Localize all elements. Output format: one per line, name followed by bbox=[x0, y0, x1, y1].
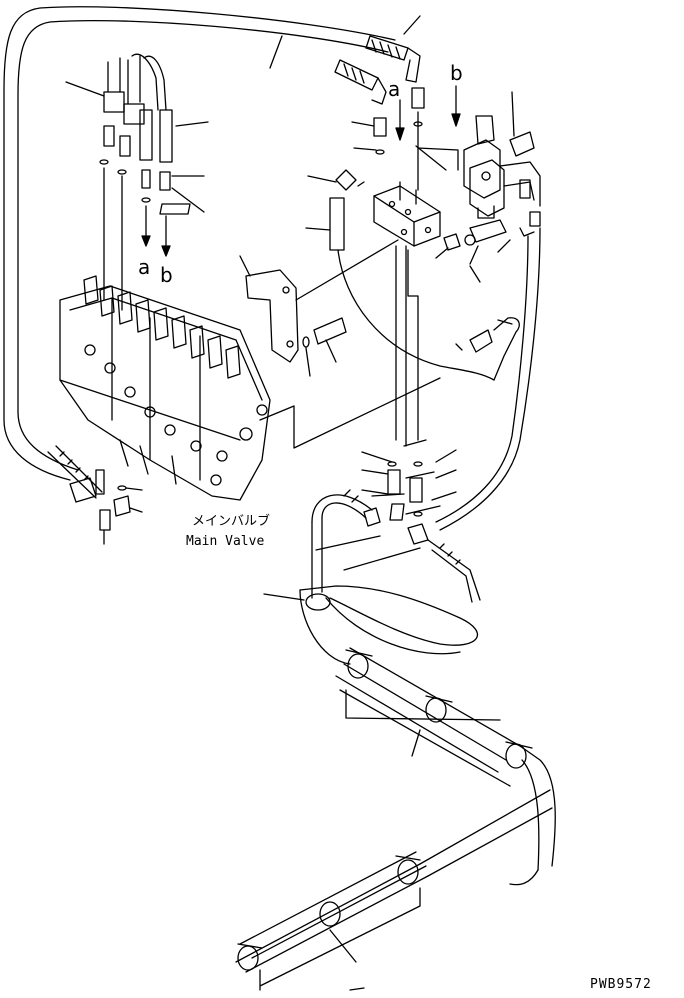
marker-b-top: b bbox=[450, 61, 463, 85]
marker-arrows bbox=[395, 85, 461, 141]
top-hose-fittings bbox=[269, 15, 421, 105]
marker-a-left: a bbox=[138, 255, 150, 279]
main-valve-label-jp: メインバルブ bbox=[192, 513, 270, 529]
lower-left-fittings bbox=[47, 445, 143, 545]
marker-b-left: b bbox=[160, 263, 173, 287]
main-valve-body bbox=[59, 275, 271, 501]
solenoid-valve-block bbox=[373, 91, 541, 247]
marker-a-top: a bbox=[388, 77, 400, 101]
outer-hose-loop bbox=[3, 6, 396, 481]
upper-left-hoses bbox=[65, 53, 209, 311]
right-elbow-hose bbox=[435, 227, 541, 531]
right-block-fittings bbox=[305, 87, 511, 381]
pipe-verticals bbox=[259, 245, 441, 449]
leader-lines bbox=[361, 265, 481, 501]
mounting-bracket bbox=[239, 239, 399, 377]
clamp-pipe-upper bbox=[335, 647, 556, 886]
main-valve-label-en: Main Valve bbox=[186, 534, 264, 549]
drawing-code: PWB9572 bbox=[590, 977, 652, 992]
lower-center-fittings bbox=[363, 439, 441, 545]
clamp-pipe-lower bbox=[235, 789, 553, 991]
lower-hose-assembly bbox=[263, 489, 481, 665]
